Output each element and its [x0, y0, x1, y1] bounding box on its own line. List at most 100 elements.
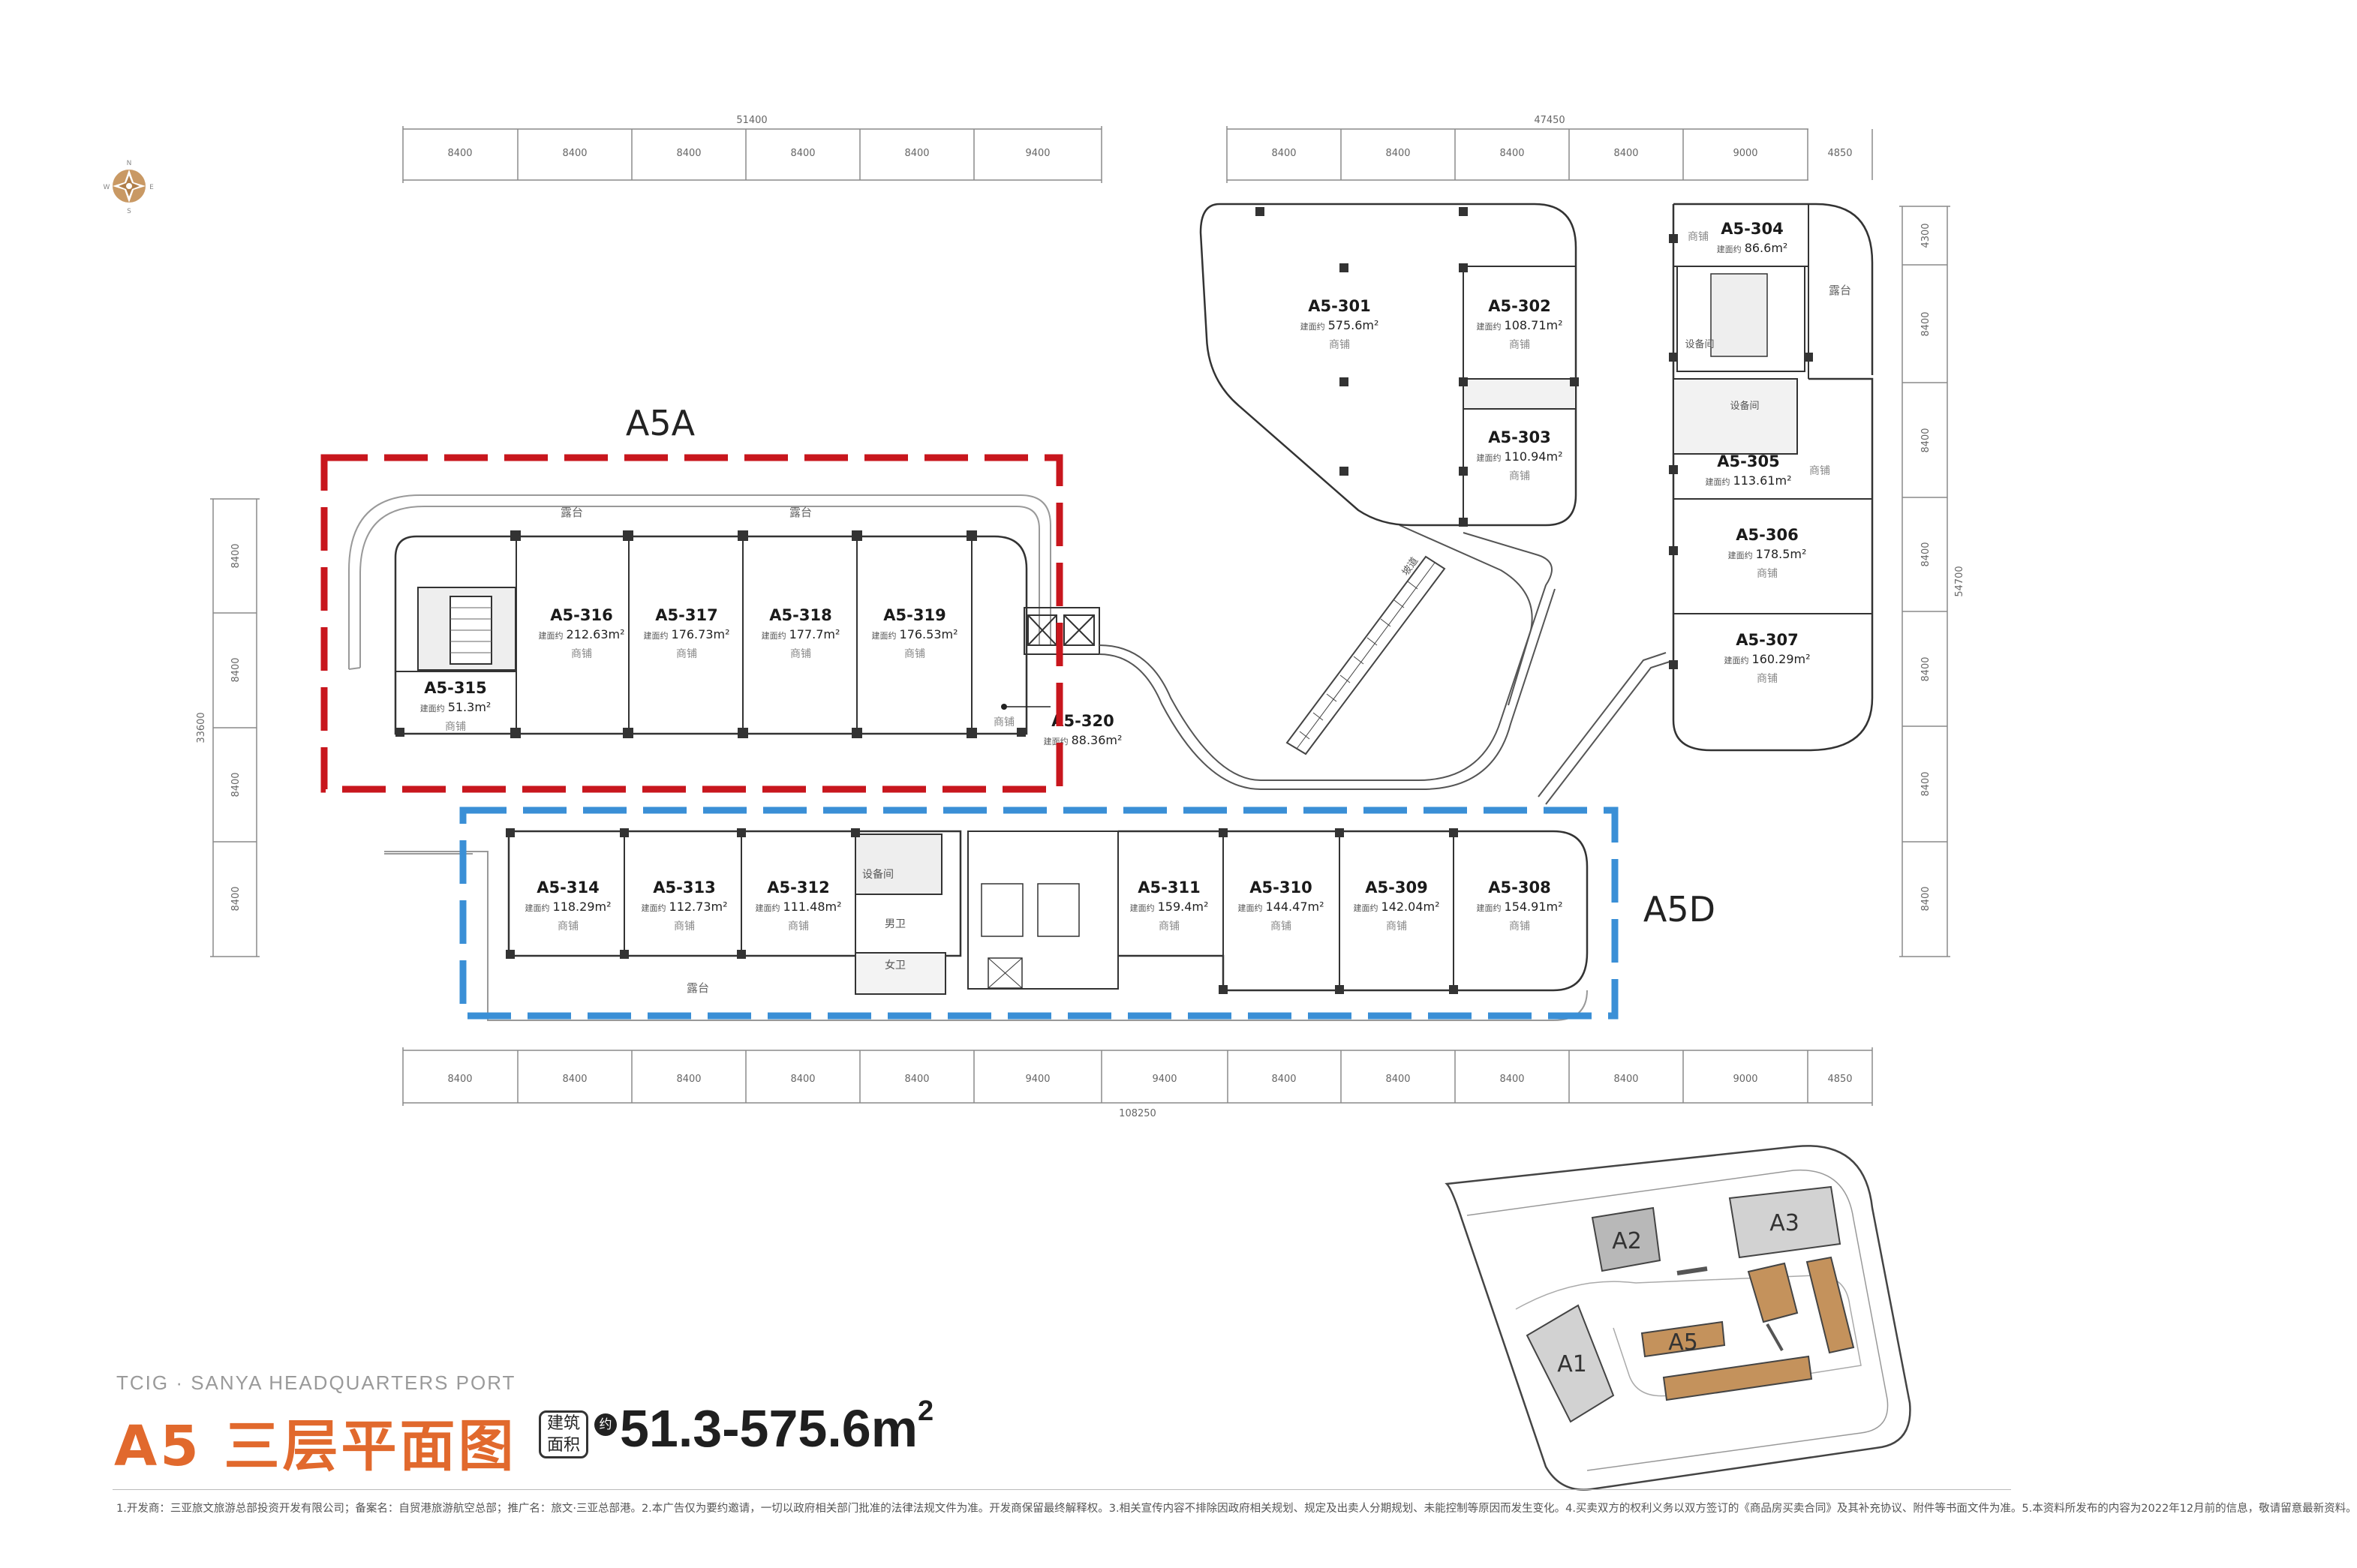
dim-label: 8400	[1271, 1074, 1296, 1085]
compass-w: W	[104, 184, 110, 191]
compass-e: E	[149, 184, 154, 191]
dim-left-total: 33600	[196, 712, 207, 743]
equipment-room-label: 设备间	[1685, 338, 1714, 350]
zone-a5a-label: A5A	[626, 403, 696, 443]
unit-id: A5-316	[550, 606, 612, 624]
unit-a5-320-leader	[1001, 704, 1051, 710]
unit-id: A5-311	[1138, 879, 1200, 897]
compass-s: S	[127, 208, 131, 215]
dim-label: 8400	[1920, 771, 1932, 796]
unit-use: 商铺	[1509, 921, 1530, 933]
dim-label: 4850	[1827, 148, 1852, 159]
dim-label: 8400	[562, 148, 587, 159]
terrace-label: 露台	[1829, 284, 1851, 297]
bridge-walkway	[1099, 524, 1670, 805]
east-block	[1669, 203, 1874, 752]
terrace-label: 露台	[789, 506, 812, 519]
area-badge-line2: 面积	[546, 1436, 580, 1455]
dim-bottom-total: 108250	[1119, 1108, 1156, 1119]
unit-id: A5-303	[1488, 428, 1550, 446]
dim-label: 8400	[1271, 148, 1296, 159]
keymap-label-a3: A3	[1769, 1210, 1799, 1236]
unit-use: 商铺	[1757, 568, 1778, 580]
unit-a5-304-use: 商铺	[1688, 231, 1709, 243]
unit-use: 商铺	[1509, 470, 1530, 482]
unit-id: A5-302	[1488, 297, 1550, 315]
equipment-room-label: 设备间	[1730, 400, 1759, 412]
male-wc-label: 男卫	[885, 918, 906, 930]
east-block-columns	[1669, 234, 1813, 669]
unit-id: A5-313	[653, 879, 715, 897]
dim-label: 8400	[1613, 1074, 1638, 1085]
unit-id: A5-308	[1488, 879, 1550, 897]
unit-a5-320-use: 商铺	[994, 716, 1015, 728]
dim-label: 8400	[904, 1074, 929, 1085]
dim-label: 8400	[904, 148, 929, 159]
dim-label: 8400	[230, 886, 242, 911]
dim-label: 9000	[1733, 148, 1757, 159]
north-block	[1199, 203, 1579, 527]
dim-label: 9400	[1025, 1074, 1050, 1085]
dimension-lines	[210, 126, 1950, 1106]
unit-use: 商铺	[788, 921, 809, 933]
a5a-building	[348, 494, 1100, 738]
unit-use: 商铺	[558, 921, 579, 933]
unit-use: 商铺	[790, 648, 811, 660]
unit-id: A5-319	[883, 606, 946, 624]
escalator: 坡道	[1285, 555, 1446, 755]
dim-label: 9400	[1152, 1074, 1177, 1085]
keymap-a5-east	[1805, 1256, 1855, 1354]
dim-label: 8400	[1613, 148, 1638, 159]
unit-id: A5-305	[1717, 452, 1779, 470]
unit-use: 商铺	[674, 921, 695, 933]
dim-label: 8400	[790, 1074, 815, 1085]
key-map: A1 A2 A3 A5	[1445, 1145, 1911, 1491]
keymap-a1	[1526, 1304, 1615, 1423]
unit-use: 商铺	[904, 648, 925, 660]
terrace-label: 露台	[561, 506, 583, 519]
dim-label: 8400	[1920, 542, 1932, 566]
disclaimer-text: 1.开发商：三亚旅文旅游总部投资开发有限公司；备案名：自贸港旅游航空总部；推广名…	[116, 1503, 2357, 1515]
unit-use: 商铺	[1509, 339, 1530, 351]
female-wc-label: 女卫	[885, 959, 906, 972]
north-block-columns	[1255, 207, 1579, 527]
dim-top-right-total: 47450	[1534, 115, 1565, 126]
dim-label: 9400	[1025, 148, 1050, 159]
dim-label: 4300	[1920, 223, 1932, 248]
dim-label: 8400	[447, 1074, 472, 1085]
dim-top-left-total: 51400	[736, 115, 767, 126]
dim-label: 8400	[230, 772, 242, 797]
unit-use: 商铺	[1386, 921, 1407, 933]
area-range-value: 51.3-575.6m	[620, 1399, 918, 1458]
unit-id: A5-318	[769, 606, 831, 624]
a5d-columns	[506, 828, 1458, 994]
unit-id: A5-314	[537, 879, 599, 897]
